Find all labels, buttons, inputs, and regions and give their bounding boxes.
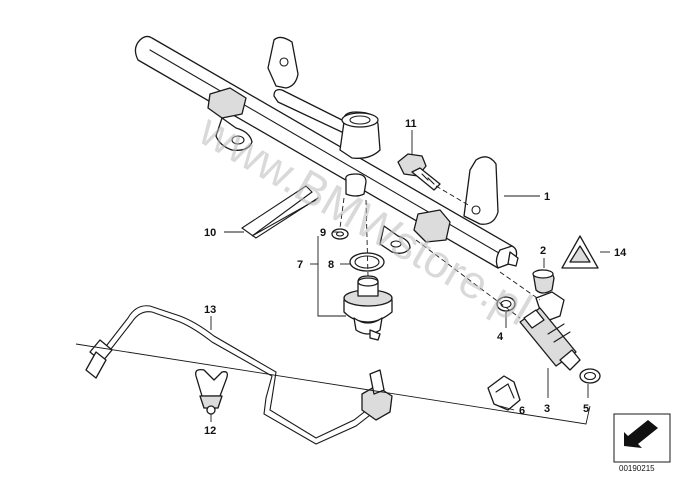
callout-14: 14 [614,247,627,259]
callout-2: 2 [540,245,546,257]
direction-arrow-icon [624,420,658,448]
retaining-clip-part[interactable] [241,185,319,239]
assembly-line-regulator [365,199,369,277]
cap-top [532,269,554,279]
callout-5: 5 [583,403,589,415]
injector-band-2 [553,331,571,343]
bolt-shank [411,167,441,191]
clamp-pin [206,405,216,415]
clamp-base [199,395,223,409]
line-fitting-right-spigot [369,369,385,395]
injector-band-1 [547,323,565,335]
leader-7-bracket [317,236,346,317]
pressure-regulator-part[interactable] [343,275,393,341]
front-bracket [463,156,499,225]
o-ring-inner [354,255,380,269]
lower-o-ring-outer [579,368,601,384]
callout-1: 1 [544,191,550,203]
injector-part[interactable] [519,291,581,371]
leader-6 [499,405,515,411]
assembly-line-cap [499,271,541,301]
reference-box: 00190215 [613,413,671,473]
assembly-line-seal [339,197,345,229]
left-lug-hole [231,135,245,145]
callout-8: 8 [328,259,334,271]
hose-clamp-part[interactable] [195,368,228,415]
line-fitting-left-nozzle [85,351,107,379]
regulator-housing-ring [349,115,371,125]
clamp-body [195,368,228,397]
regulator-spigot [369,329,381,341]
clip-slot [495,383,515,399]
bolt-part[interactable] [397,153,441,191]
lower-o-ring-part[interactable] [579,368,601,384]
assembly-line-injector [415,239,521,319]
callout-13: 13 [204,304,216,316]
lower-lug [379,225,411,254]
rail-clip-front [413,209,451,243]
front-bracket-hole [471,205,481,215]
callout-9: 9 [320,227,326,239]
clip-wire [241,185,317,237]
injector-tip [559,349,581,371]
injector-cap-part[interactable] [532,269,555,294]
fuel-rail-part[interactable] [134,35,519,269]
callout-4: 4 [497,331,504,343]
callout-6: 6 [519,405,525,417]
regulator-housing-top [341,112,379,128]
upper-o-ring-outer [496,296,516,312]
lower-o-ring-inner [583,371,597,381]
regulator-o-ring-part[interactable] [349,252,385,272]
reference-code: 00190215 [619,464,655,473]
bolt-thread-2 [427,177,435,185]
clip-wire-inner [241,197,319,239]
callout-11: 11 [405,118,417,130]
lower-lug-hole [390,240,402,248]
regulator-neck-top [357,277,379,287]
injector-clip-part[interactable] [487,375,521,411]
callout-3: 3 [544,403,550,415]
clip-body [487,375,521,411]
fuel-line-part[interactable] [85,305,393,445]
rear-bracket [267,36,299,89]
callout-10: 10 [204,227,216,239]
regulator-seal-part[interactable] [331,228,349,240]
line-pipe-edge [103,311,375,445]
leader-ring-group [75,343,591,425]
regulator-base [353,317,383,335]
bolt-thread-1 [421,173,429,181]
rear-bracket-hole [279,57,289,67]
rail-boss [345,173,367,197]
warning-triangle-inner [569,245,591,263]
rail-clip-rear [207,87,247,119]
callout-7: 7 [297,259,303,271]
line-pipe [99,305,373,439]
callout-12: 12 [204,425,216,437]
assembly-line-bolt [435,185,471,207]
rail-nozzle [507,251,519,267]
warning-label-part[interactable] [561,235,599,269]
injector-top-cap [523,309,545,329]
